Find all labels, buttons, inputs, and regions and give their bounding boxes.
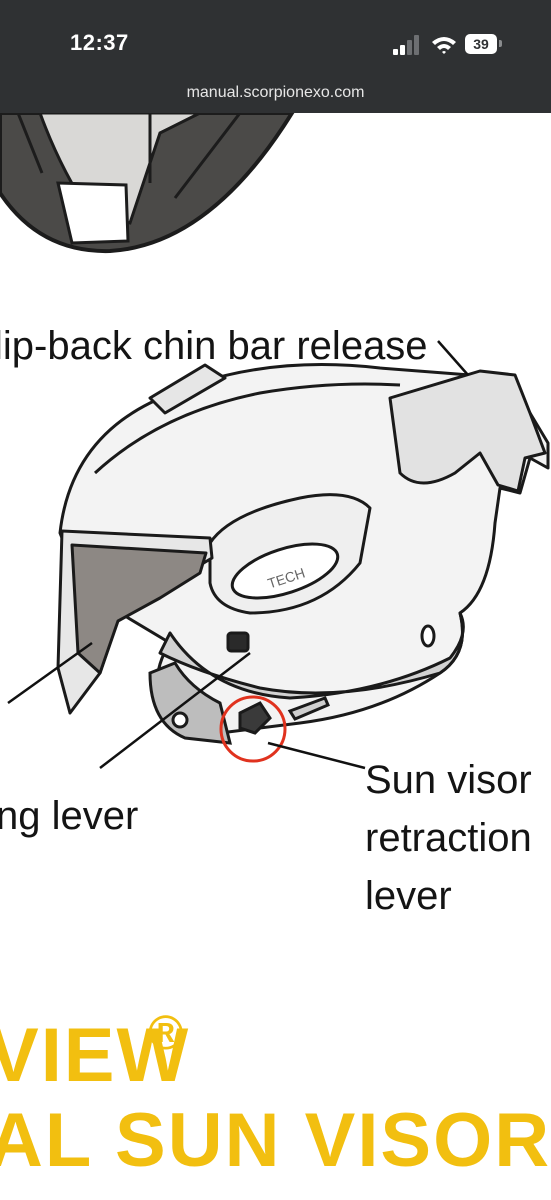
battery-icon: 39 xyxy=(465,34,497,54)
battery-nub xyxy=(499,40,502,47)
helmet-interior-detail xyxy=(0,113,295,254)
sun-visor-lever-label: Sun visor retraction lever xyxy=(365,758,532,918)
registered-mark: ® xyxy=(148,1007,184,1060)
headline-line-2: AL SUN VISOR xyxy=(0,1098,551,1183)
lever-label-partial: ng lever xyxy=(0,794,139,838)
headline-line-1: VIEW xyxy=(0,1013,191,1098)
signal-icon xyxy=(393,33,425,55)
leader-lines xyxy=(7,340,469,770)
status-bar: 12:37 39 manual.scorpionexo.com xyxy=(0,0,551,113)
helmet-chin xyxy=(148,624,436,745)
sun-visor-lever-highlight xyxy=(219,695,287,763)
chin-bar-release-label: lip-back chin bar release xyxy=(0,324,428,368)
wifi-icon xyxy=(432,37,456,54)
manual-page: TECH lip-back chin bar release ng lever … xyxy=(0,113,551,1200)
address-bar-url[interactable]: manual.scorpionexo.com xyxy=(186,84,365,101)
clock-time: 12:37 xyxy=(70,30,129,55)
battery-level: 39 xyxy=(473,36,489,52)
helmet-visor xyxy=(56,529,214,715)
helmet-diagram: TECH xyxy=(0,113,550,770)
